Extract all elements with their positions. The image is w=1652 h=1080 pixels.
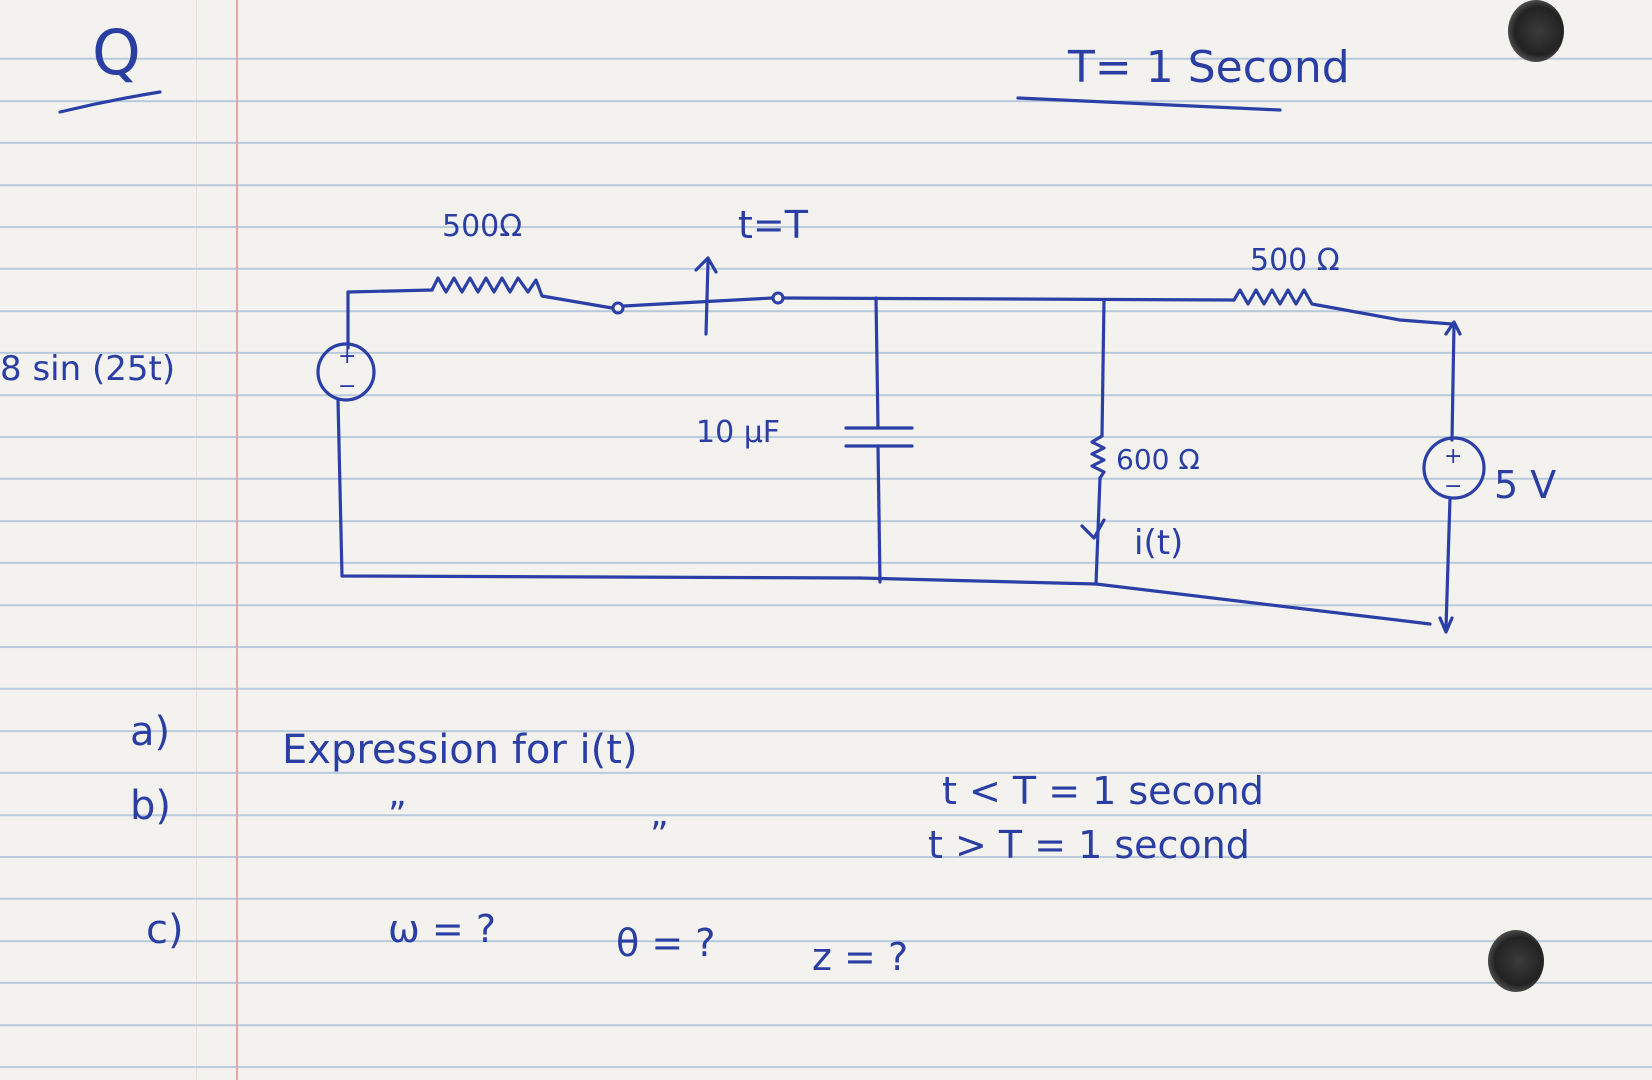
margin-line-faint (196, 0, 197, 1080)
resistor-series-zigzag (430, 276, 614, 310)
wire-top-rail (782, 296, 1236, 302)
source-dc-circle (1422, 436, 1486, 500)
source-dc-value: 5 V (1494, 463, 1557, 507)
question-mark: Q (92, 16, 141, 89)
wire-left-top (346, 288, 434, 350)
source-ac-value: 8 sin (25t) (0, 349, 176, 389)
current-arrow (1080, 518, 1106, 540)
wire-left-bottom (336, 398, 862, 580)
capacitor-lead-top (874, 296, 880, 430)
resistor-shunt-label: 600 Ω (1116, 443, 1200, 476)
unknown-omega: ω = ? (388, 907, 496, 951)
question-a-text: Expression for i(t) (282, 727, 638, 773)
arrow-dc-bottom (1438, 616, 1454, 634)
switch-arm (704, 260, 710, 336)
question-b-letter: b) (130, 783, 171, 829)
source-ac-minus: − (338, 374, 357, 399)
question-b-ditto-left: ” (388, 795, 407, 836)
switch-label: t=T (738, 203, 808, 247)
question-underline (58, 90, 162, 114)
wire-dc-down (1444, 496, 1452, 630)
wire-bottom-rail (858, 576, 1432, 626)
question-b-ditto-right: ” (650, 815, 669, 856)
resistor-shunt-lead (1100, 298, 1106, 438)
switch-blade (622, 296, 774, 308)
capacitor-label: 10 µF (696, 415, 781, 450)
resistor-shunt-zigzag (1090, 434, 1106, 480)
switch-arrow (694, 256, 718, 274)
question-a-letter: a) (130, 709, 171, 755)
question-b-condition: t > T = 1 second (928, 823, 1250, 867)
wire-right-down (1450, 322, 1456, 442)
source-dc-plus: + (1444, 444, 1463, 469)
source-ac-plus: + (338, 344, 357, 369)
question-a-condition: t < T = 1 second (942, 769, 1264, 813)
period-note: T= 1 Second (1068, 42, 1350, 93)
binder-hole-bottom (1488, 930, 1544, 992)
period-underline (1016, 96, 1282, 112)
unknown-theta: θ = ? (616, 921, 716, 965)
binder-hole-top (1508, 0, 1564, 62)
source-dc-minus: − (1444, 474, 1463, 499)
switch-contact-right (771, 291, 785, 305)
source-ac-circle (316, 342, 376, 402)
resistor-right-zigzag (1232, 288, 1454, 326)
question-c-letter: c) (146, 907, 184, 953)
switch-contact-left (611, 301, 625, 315)
resistor-series-label: 500Ω (442, 209, 523, 244)
unknown-z: z = ? (812, 935, 909, 979)
margin-line (236, 0, 238, 1080)
arrow-right-top (1444, 320, 1462, 336)
current-label: i(t) (1134, 523, 1184, 563)
resistor-right-label: 500 Ω (1250, 243, 1340, 278)
capacitor-lead-bottom (876, 444, 882, 584)
